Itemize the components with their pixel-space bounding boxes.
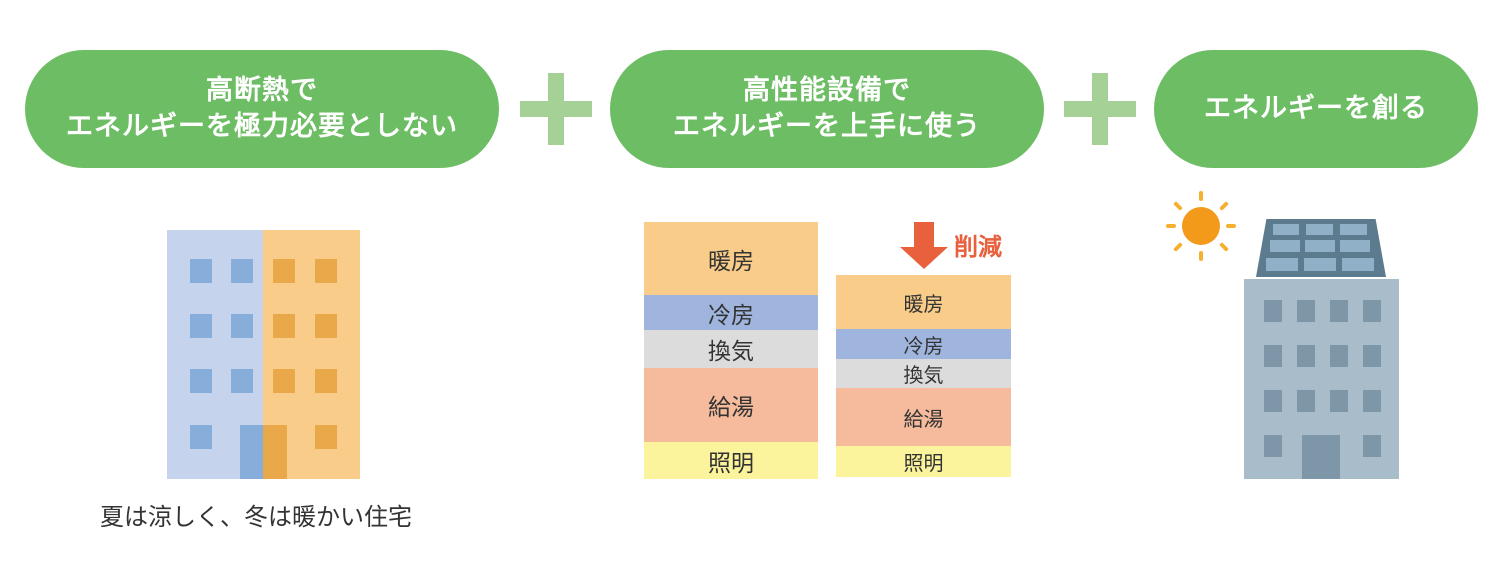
- energy-heating: 暖房: [644, 222, 818, 295]
- step-generation-line1: エネルギーを創る: [1204, 93, 1428, 124]
- plus-icon: [520, 73, 592, 145]
- energy-lighting: 照明: [644, 442, 818, 479]
- energy-cooling: 冷房: [644, 295, 818, 330]
- energy-after-stack: 暖房 冷房 換気 給湯 照明: [836, 275, 1011, 477]
- reduction-label: 削減: [954, 233, 1002, 261]
- energy-lighting: 照明: [836, 446, 1011, 477]
- energy-heating: 暖房: [836, 275, 1011, 329]
- energy-hot-water: 給湯: [644, 368, 818, 442]
- step-equipment-pill: 高性能設備で エネルギーを上手に使う: [610, 50, 1044, 168]
- energy-ventilation: 換気: [836, 359, 1011, 388]
- building-caption: 夏は涼しく、冬は暖かい住宅: [100, 503, 412, 531]
- energy-before-stack: 暖房 冷房 換気 給湯 照明: [644, 222, 818, 479]
- step-equipment-line2: エネルギーを上手に使う: [673, 111, 981, 142]
- step-insulation-pill: 高断熱で エネルギーを極力必要としない: [25, 50, 499, 168]
- plus-icon: [1064, 73, 1136, 145]
- energy-cooling: 冷房: [836, 329, 1011, 359]
- step-equipment-line1: 高性能設備で: [743, 75, 911, 106]
- energy-hot-water: 給湯: [836, 388, 1011, 446]
- energy-ventilation: 換気: [644, 330, 818, 368]
- step-insulation-line1: 高断熱で: [206, 75, 318, 106]
- step-insulation-line2: エネルギーを極力必要としない: [66, 111, 458, 142]
- step-generation-pill: エネルギーを創る: [1154, 50, 1478, 168]
